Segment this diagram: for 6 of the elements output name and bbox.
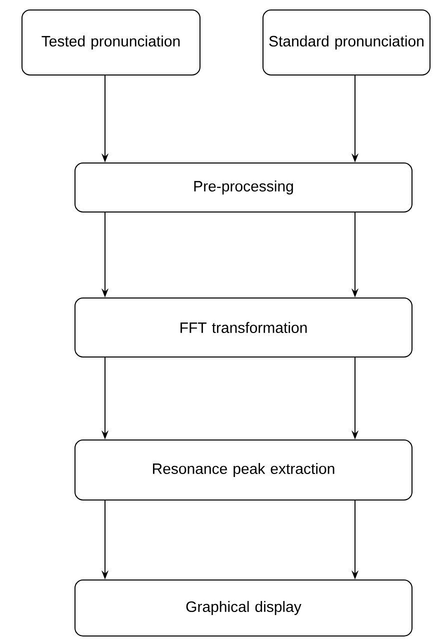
process-box: FFT transformation [74,298,412,358]
process-box: Graphical display [74,580,412,636]
process-box: Resonance peak extraction [74,440,412,500]
process-box: Pre-processing [74,162,412,212]
process-box: Standard pronunciation [262,10,430,76]
process-box: Tested pronunciation [22,10,200,76]
